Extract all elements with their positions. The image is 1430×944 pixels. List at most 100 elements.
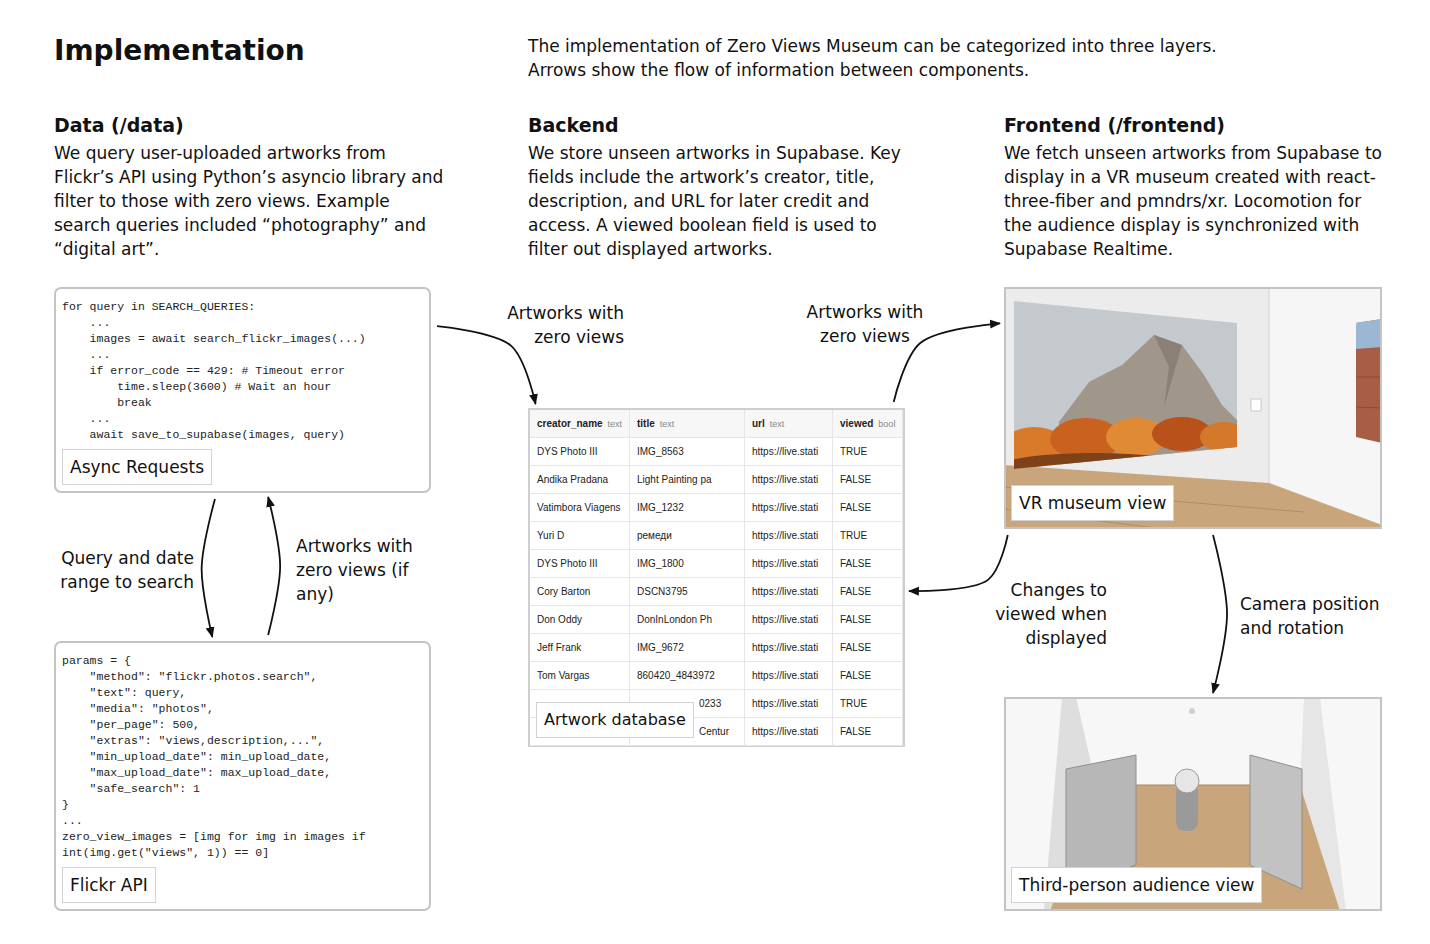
column-name: title [637, 418, 655, 429]
table-cell: FALSE [833, 494, 903, 521]
column-heading: Backend [528, 112, 928, 138]
table-cell: urltext [745, 410, 833, 437]
table-cell: DonInLondon Ph [630, 606, 745, 633]
table-row: Tom Vargas 860420_4843972 https://live.sta… [530, 662, 903, 690]
cell-value: Andika Pradana [537, 474, 608, 485]
cell-value: FALSE [840, 474, 871, 485]
label-slot: We fetch unseen artworks from Supabase t… [1004, 141, 1389, 261]
table-row: DYS Photo III IMG_8563 https://live.stati T… [530, 438, 903, 466]
table-cell: https://live.stati [745, 690, 833, 717]
cell-value: https://live.stati [752, 698, 818, 709]
code-line: images = await search_flickr_images(...) [62, 331, 423, 347]
artwork-table: creator_nametext title text urltextviewedbo… [530, 410, 903, 746]
cell-value: DYS Photo III [537, 446, 598, 457]
edge-label-slot: Camera position and rotation [1240, 592, 1402, 640]
code-line: "safe_search": 1 [62, 781, 423, 797]
code-line: "text": query, [62, 685, 423, 701]
table-cell: https://live.stati [745, 438, 833, 465]
label-slot: Data (/data) [54, 112, 474, 138]
code-line: "method": "flickr.photos.search", [62, 669, 423, 685]
column-type: text [660, 419, 675, 429]
column-name: url [752, 418, 765, 429]
code-line: for query in SEARCH_QUERIES: [62, 299, 423, 315]
table-cell: https://live.stati [745, 662, 833, 689]
table-row: Vatimbora ViagensIMG_1232https://live.st… [530, 494, 903, 522]
cell-value: DSCN3795 [637, 586, 688, 597]
cell-value: https://live.stati [752, 726, 818, 737]
column-heading: Data (/data) [54, 112, 474, 138]
code-line: await save_to_supabase(images, query) [62, 427, 423, 443]
cell-value: IMG_1800 [637, 558, 684, 569]
code-line: "extras": "views,description,...", [62, 733, 423, 749]
table-row: Don Oddy DonInLondon Phhttps://live.stati… [530, 606, 903, 634]
cell-value: 860420_4843972 [637, 670, 715, 681]
table-cell: FALSE [833, 606, 903, 633]
table-cell: IMG_8563 [630, 438, 745, 465]
flow-label: Artworks with zero views (if any) [296, 534, 418, 606]
panel-caption: Flickr API [62, 867, 156, 903]
table-cell: FALSE [833, 662, 903, 689]
cell-value: IMG_9672 [637, 642, 684, 653]
screenshot-panel: VR museum view [1004, 287, 1382, 529]
table-cell: https://live.stati [745, 494, 833, 521]
table-cell: https://live.stati [745, 606, 833, 633]
cell-value: https://live.stati [752, 474, 818, 485]
cell-value: TRUE [840, 698, 867, 709]
artwork-photo [1004, 287, 1248, 477]
flow-label: Camera position and rotation [1240, 592, 1402, 640]
table-cell: Don Oddy [530, 606, 630, 633]
brick-line [1356, 407, 1382, 408]
label-slot: Frontend (/frontend) [1004, 112, 1404, 138]
cell-value: Don Oddy [537, 614, 582, 625]
code-line: "min_upload_date": min_upload_date, [62, 749, 423, 765]
database-panel: creator_nametext title text urltextviewedbo… [528, 408, 905, 747]
cell-value: TRUE [840, 446, 867, 457]
brick-line [1356, 377, 1382, 378]
table-cell: FALSE [833, 550, 903, 577]
wall-corner [1269, 287, 1270, 483]
back-wall [1004, 287, 1382, 529]
table-header-row: creator_nametext title text urltextviewedbo… [530, 410, 903, 438]
code-line: "per_page": 500, [62, 717, 423, 733]
code-line: } [62, 797, 423, 813]
tree-shadow [1004, 453, 1184, 477]
cell-value: FALSE [840, 642, 871, 653]
edge-label-slot: Artworks with zero views (if any) [296, 534, 418, 606]
column-description: We query user-uploaded artworks from Fli… [54, 141, 449, 261]
table-cell: FALSE [833, 718, 903, 745]
cell-value: https://live.stati [752, 586, 818, 597]
flow-arrow [437, 326, 536, 404]
wall-plaque [1251, 399, 1261, 411]
table-cell: IMG_1232 [630, 494, 745, 521]
table-cell: FALSE [833, 466, 903, 493]
table-cell: creator_nametext [530, 410, 630, 437]
table-cell: Light Painting pa [630, 466, 745, 493]
cell-value: FALSE [840, 558, 871, 569]
wood-floor [1004, 465, 1382, 529]
cell-value: Tom Vargas [537, 670, 590, 681]
cell-value: TRUE [840, 530, 867, 541]
room-ground [1004, 697, 1382, 911]
table-cell: TRUE [833, 522, 903, 549]
table-cell: viewedbool [833, 410, 903, 437]
code-line: zero_view_images = [img for img in image… [62, 829, 423, 845]
table-row: Jeff FrankIMG_9672https://live.statiFALS… [530, 634, 903, 662]
label-slot: Backend [528, 112, 928, 138]
table-cell: IMG_9672 [630, 634, 745, 661]
tree [1200, 422, 1248, 452]
table-cell: FALSE [833, 578, 903, 605]
table-cell: https://live.stati [745, 718, 833, 745]
code-line: if error_code == 429: # Timeout error [62, 363, 423, 379]
flow-arrow [202, 499, 215, 637]
panel-caption: Artwork database [536, 702, 694, 738]
cell-value: Centur [699, 726, 729, 737]
label-slot: The implementation of Zero Views Museum … [528, 34, 1248, 82]
cell-value: FALSE [840, 614, 871, 625]
cell-value: https://live.stati [752, 642, 818, 653]
panel-caption: Async Requests [62, 449, 212, 485]
table-cell: FALSE [833, 634, 903, 661]
cell-value: IMG_8563 [637, 446, 684, 457]
title-slot: Implementation [54, 34, 305, 68]
edge-label-slot: Artworks with zero views [800, 300, 930, 348]
